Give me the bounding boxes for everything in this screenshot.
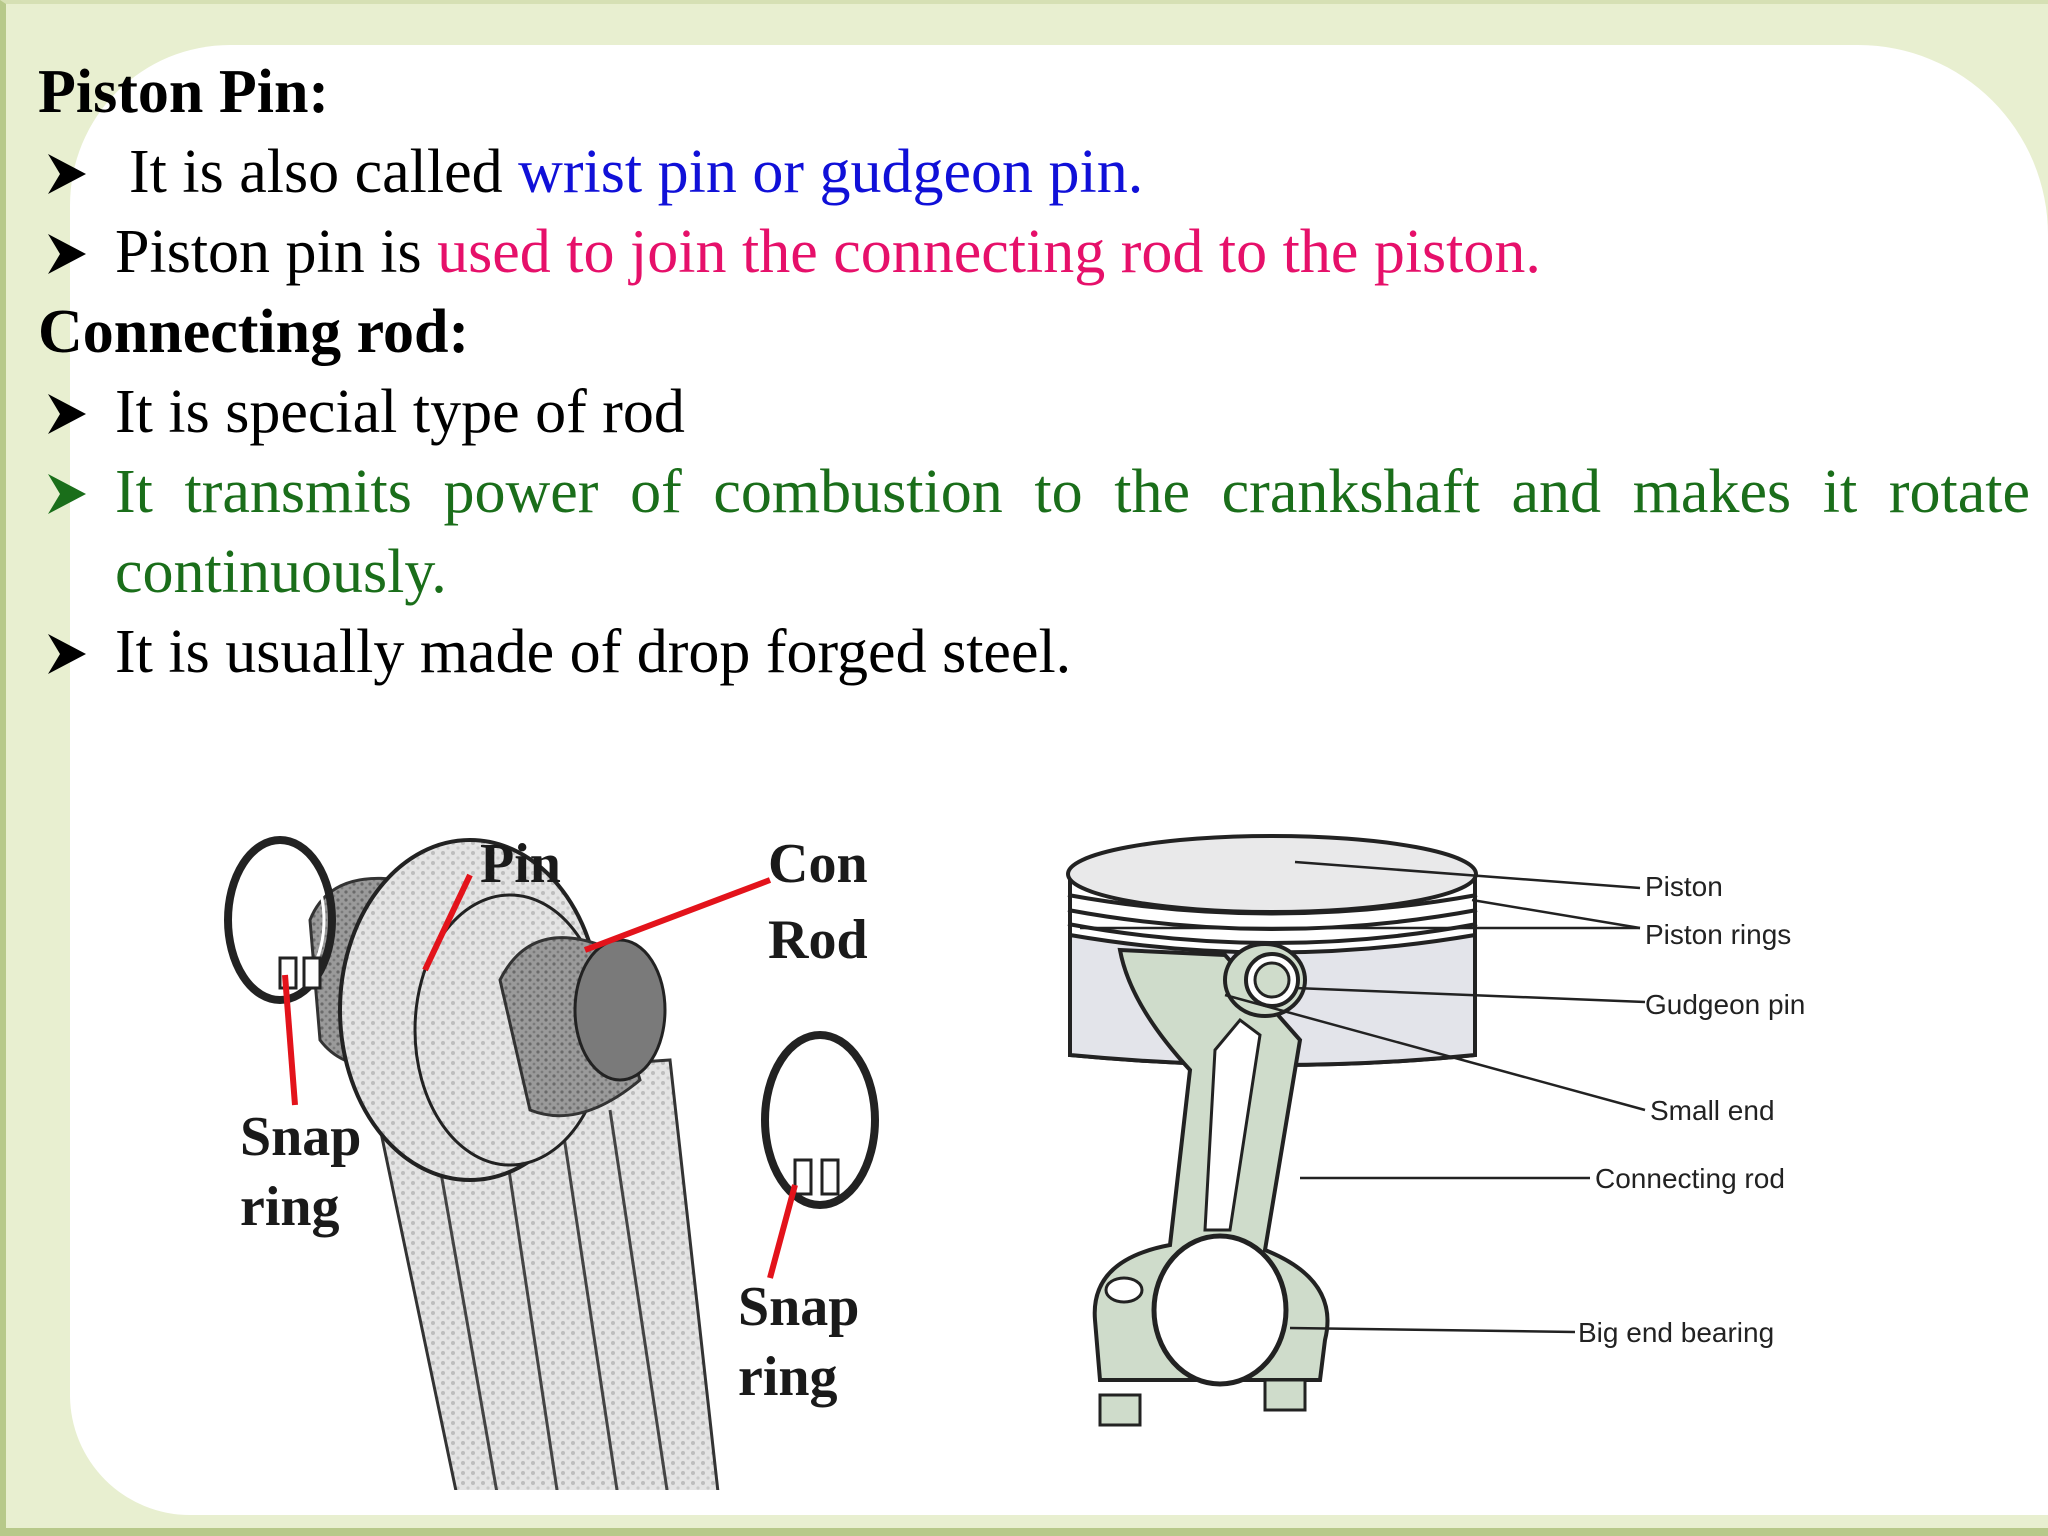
label-connecting-rod: Connecting rod: [1595, 1163, 1785, 1194]
arrow-bullet-icon: [48, 634, 86, 674]
piston-connecting-rod-drawing: Piston Piston rings Gudgeon pin Small en…: [1066, 834, 1805, 1427]
piston-connecting-rod-figure: Piston Piston rings Gudgeon pin Small en…: [1040, 820, 1900, 1460]
bullet-also-called: It is also called wrist pin or gudgeon p…: [38, 132, 2030, 212]
label-piston: Piston: [1645, 871, 1723, 902]
connecting-rod-heading: Connecting rod:: [38, 298, 470, 366]
label-small-end: Small end: [1650, 1095, 1775, 1126]
bullet-text-line2: continuously.: [115, 538, 447, 606]
piston-pin-assembly-figure: Pin Con Rod Snap ring Snap ring: [200, 810, 900, 1512]
slide-text: Piston Pin: It is also called wrist pin …: [38, 52, 2030, 692]
label-gudgeon-pin: Gudgeon pin: [1645, 989, 1805, 1020]
bullet-text: It is usually made of drop forged steel.: [115, 618, 1072, 686]
bullet-text: It is special type of rod: [115, 378, 685, 446]
bullet-piston-pin-use: Piston pin is used to join the connectin…: [38, 212, 2030, 292]
label-piston-rings: Piston rings: [1645, 919, 1791, 950]
bullet-text: It is also called: [129, 138, 519, 206]
label-snap-ring-left-1: Snap: [240, 1106, 361, 1168]
label-pin: Pin: [480, 833, 561, 895]
bullet-drop-forged: It is usually made of drop forged steel.: [38, 612, 2030, 692]
label-snap-ring-right-2: ring: [738, 1346, 838, 1408]
bullet-highlight: wrist pin or gudgeon pin.: [518, 138, 1144, 206]
arrow-bullet-icon: [48, 394, 86, 434]
arrow-bullet-icon: [48, 474, 86, 514]
label-snap-ring-right-1: Snap: [738, 1276, 859, 1338]
bullet-special-rod: It is special type of rod: [38, 372, 2030, 452]
arrow-bullet-icon: [48, 234, 86, 274]
label-rod: Rod: [768, 909, 868, 971]
piston-pin-heading: Piston Pin:: [38, 58, 330, 126]
bullet-text-line1: It transmits power of combustion to the …: [115, 458, 2030, 526]
label-snap-ring-left-2: ring: [240, 1176, 340, 1238]
piston-pin-assembly-drawing: Pin Con Rod Snap ring Snap ring: [224, 833, 879, 1512]
label-con: Con: [768, 833, 868, 895]
bullet-highlight: used to join the connecting rod to the p…: [437, 218, 1541, 286]
bullet-transmits-power: It transmits power of combustion to the …: [38, 452, 2030, 612]
label-big-end-bearing: Big end bearing: [1578, 1317, 1774, 1348]
bullet-text: Piston pin is: [115, 218, 438, 286]
arrow-bullet-icon: [48, 154, 86, 194]
